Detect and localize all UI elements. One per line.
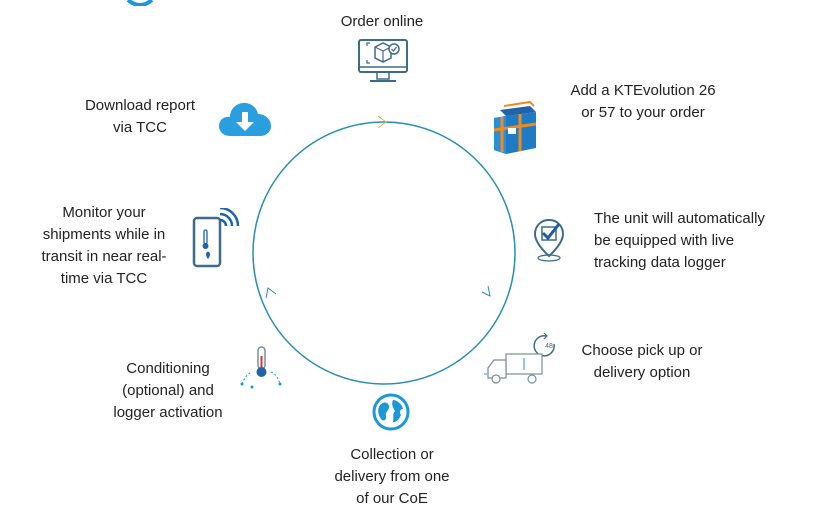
top-partial-icon bbox=[126, 0, 154, 6]
monitor-box-icon bbox=[358, 39, 408, 82]
container-box-icon bbox=[493, 100, 537, 154]
location-check-icon bbox=[533, 218, 565, 262]
cloud-download-icon bbox=[219, 102, 271, 136]
thermometer-icon bbox=[240, 346, 282, 389]
truck-badge-text: 48 bbox=[545, 343, 553, 350]
step-label-collection: Collection or delivery from one of our C… bbox=[334, 446, 450, 507]
step-label-monitor: Monitor your shipments while in transit … bbox=[41, 204, 167, 287]
globe-icon bbox=[372, 393, 410, 431]
step-label-pickup-delivery: Choose pick up or delivery option bbox=[581, 342, 703, 381]
delivery-truck-icon: 48 bbox=[484, 332, 555, 384]
tablet-signal-icon bbox=[192, 208, 240, 268]
step-label-order-online: Order online bbox=[340, 13, 424, 30]
step-label-download: Download report via TCC bbox=[84, 97, 196, 136]
step-label-conditioning: Conditioning (optional) and logger activ… bbox=[113, 360, 223, 421]
step-label-add-kte: Add a KTEvolution 26 or 57 to your order bbox=[570, 82, 716, 121]
step-label-live-tracking: The unit will automatically be equipped … bbox=[594, 210, 765, 271]
